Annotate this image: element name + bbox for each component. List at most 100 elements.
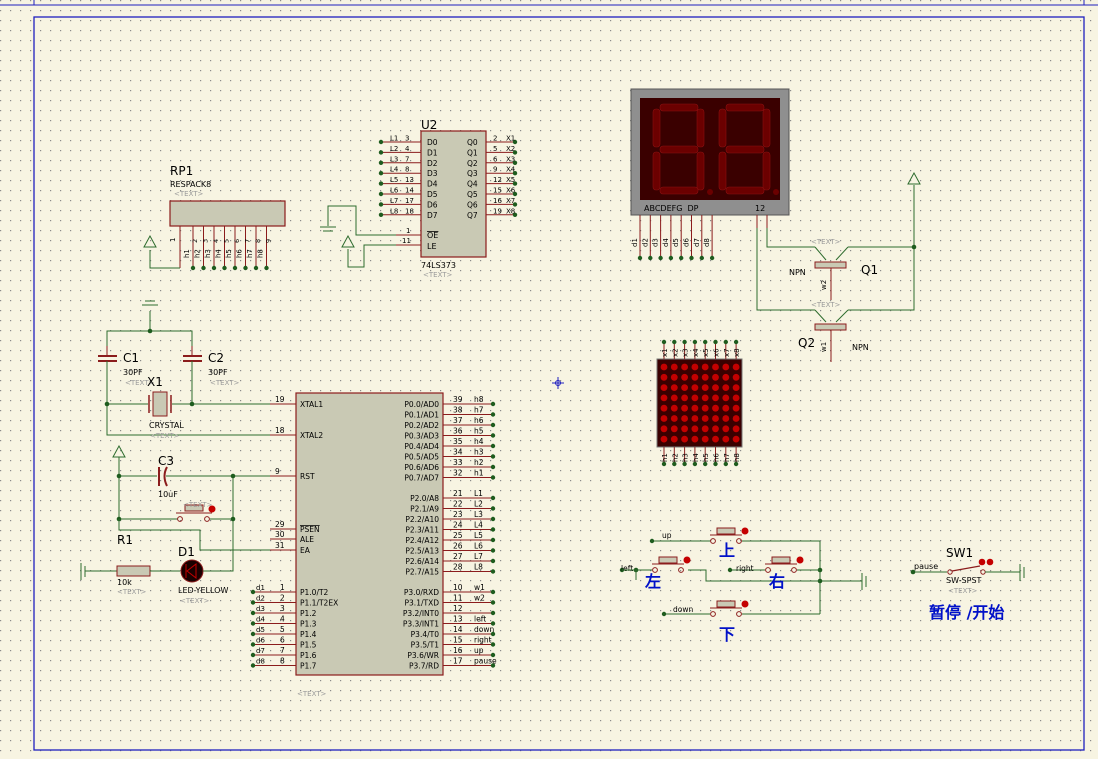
button-probe[interactable] [683, 556, 691, 564]
u2-out-node[interactable] [512, 160, 518, 165]
u2-out-node[interactable] [512, 139, 518, 145]
u2-out-node[interactable] [512, 191, 518, 197]
matrix-top-node[interactable] [672, 339, 677, 345]
mcu-p1-node[interactable] [250, 610, 256, 616]
matrix-top-node[interactable] [703, 339, 708, 345]
reset-circuit[interactable]: C3 10uF <TEXT> [112, 444, 296, 551]
mcu-p0-node[interactable] [490, 412, 496, 417]
matrix-bottom-node[interactable] [692, 461, 698, 467]
mcu-p3-node[interactable] [490, 663, 496, 668]
crystal-circuit[interactable]: C1 30PF <TEXT> C2 30PF <TEXT> X1 CRYSTAL… [98, 300, 296, 440]
matrix-bottom-node[interactable] [682, 461, 687, 467]
matrix-top-node[interactable] [713, 339, 718, 345]
led-circuit[interactable]: R1 D1 10k <TEXT> LED-YELLOW <TEXT> [80, 516, 236, 605]
display-pin-node[interactable] [658, 255, 663, 261]
button-cap[interactable] [716, 527, 736, 535]
mcu-p0-node[interactable] [490, 401, 496, 407]
mcu-p1-node[interactable] [250, 642, 256, 647]
button-cap[interactable] [716, 600, 736, 608]
mcu-p0-node[interactable] [490, 454, 496, 459]
button-probe[interactable] [741, 527, 749, 535]
mcu-p1-node[interactable] [250, 663, 256, 668]
u2-out-node[interactable] [512, 181, 518, 186]
u2-out-node[interactable] [512, 150, 518, 155]
display-pin-node[interactable] [648, 255, 653, 261]
button-cap[interactable] [771, 556, 791, 564]
mcu-p2-node[interactable] [490, 558, 496, 564]
mcu-p3-node[interactable] [490, 589, 496, 595]
matrix-bottom-node[interactable] [713, 461, 718, 467]
mcu-p3-node[interactable] [490, 621, 496, 626]
mcu-p0-node[interactable] [490, 464, 496, 470]
u2-out-node[interactable] [512, 171, 518, 176]
matrix-bottom-node[interactable] [703, 461, 708, 467]
mcu-p0-node[interactable] [490, 422, 496, 428]
mcu-p2-node[interactable] [490, 537, 496, 543]
button-probe[interactable] [796, 556, 804, 564]
q2-transistor[interactable]: Q2 NPN <TEXT> w1 [756, 171, 921, 362]
u2-in-node[interactable] [378, 202, 384, 207]
matrix-bottom-node[interactable] [672, 461, 677, 467]
u2-in-node[interactable] [378, 212, 384, 217]
mcu-p3-node[interactable] [490, 631, 496, 637]
matrix-bottom-node[interactable] [723, 461, 728, 467]
button-net-node[interactable] [661, 611, 667, 617]
button-probe[interactable] [741, 600, 749, 608]
matrix-top-node[interactable] [692, 339, 698, 345]
rp1-pin-node[interactable] [253, 265, 259, 271]
mcu-p3-node[interactable] [490, 652, 496, 658]
button-net-node[interactable] [727, 567, 733, 573]
q1-transistor[interactable]: Q1 NPN <TEXT> w2 [766, 228, 914, 300]
mcu-p0-node[interactable] [490, 443, 496, 449]
rp1-pin-node[interactable] [264, 265, 269, 271]
matrix-top-node[interactable] [733, 339, 739, 345]
display-pin-node[interactable] [679, 255, 684, 261]
mcu-p2-node[interactable] [490, 495, 496, 501]
display-pin-node[interactable] [637, 255, 643, 261]
matrix-top-node[interactable] [682, 339, 687, 345]
display-pin-node[interactable] [709, 255, 715, 261]
sw1-probe-1[interactable] [978, 558, 986, 566]
mcu-p1-node[interactable] [250, 621, 256, 626]
mcu-8051[interactable]: <TEXT> 19XTAL118XTAL29RST29PSEN30ALE31EA… [250, 392, 497, 698]
rp1-pin-node[interactable] [201, 265, 206, 271]
rp1-pin-node[interactable] [232, 265, 238, 271]
matrix-top-node[interactable] [661, 339, 667, 345]
display-pin-node[interactable] [699, 255, 704, 261]
display-pin-node[interactable] [668, 255, 674, 261]
button-cap[interactable] [658, 556, 678, 564]
mcu-p0-node[interactable] [490, 475, 496, 480]
rp1-respack[interactable]: RP1 RESPACK8 <TEXT> 1 h12h23h34h45h56h67… [143, 164, 286, 271]
matrix-bottom-node[interactable] [661, 461, 667, 467]
u2-in-node[interactable] [378, 181, 384, 186]
u2-in-node[interactable] [378, 171, 384, 176]
display-pin-node[interactable] [689, 255, 694, 261]
u2-in-node[interactable] [378, 139, 384, 145]
mcu-p0-node[interactable] [490, 433, 496, 438]
mcu-p1-node[interactable] [250, 652, 256, 658]
mcu-p1-node[interactable] [250, 600, 256, 605]
sw1-probe-2[interactable] [986, 558, 994, 566]
u2-in-node[interactable] [378, 150, 384, 155]
u2-in-node[interactable] [378, 160, 384, 165]
rp1-pin-node[interactable] [211, 265, 217, 271]
mcu-p1-node[interactable] [250, 589, 256, 595]
reset-btn-probe[interactable] [208, 505, 216, 513]
mcu-p2-node[interactable] [490, 569, 496, 574]
matrix-top-node[interactable] [723, 339, 728, 345]
mcu-p2-node[interactable] [490, 548, 496, 553]
rp1-pin-node[interactable] [243, 265, 248, 271]
matrix-bottom-node[interactable] [733, 461, 739, 467]
button-net-node[interactable] [649, 538, 655, 544]
mcu-p1-node[interactable] [250, 631, 256, 637]
rp1-pin-node[interactable] [190, 265, 196, 271]
mcu-p3-node[interactable] [490, 610, 496, 616]
rp1-pin-node[interactable] [222, 265, 227, 271]
mcu-p3-node[interactable] [490, 600, 496, 605]
u2-in-node[interactable] [378, 191, 384, 197]
